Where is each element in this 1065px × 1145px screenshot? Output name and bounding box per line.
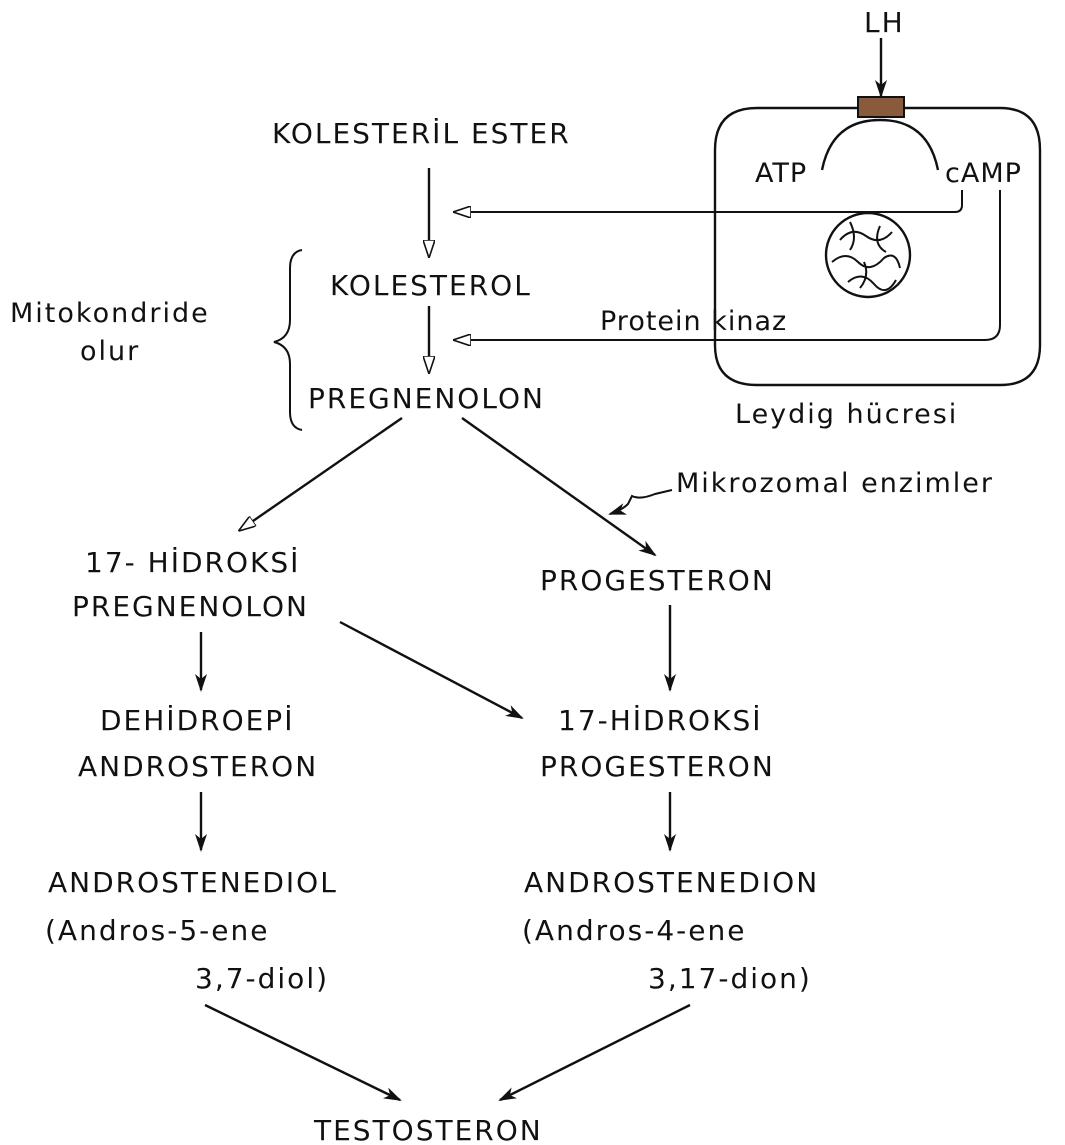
- leydig-cell-outline: [713, 106, 1042, 387]
- 17oh-progesteron-label-2: PROGESTERON: [540, 750, 775, 783]
- testosteron-label: TESTOSTERON: [313, 1114, 543, 1145]
- androstenedion-label-2: (Andros-4-ene: [522, 914, 746, 947]
- atp-label: ATP: [755, 158, 807, 189]
- androstenedion-label-3: 3,17-dion): [648, 962, 812, 995]
- mitokondride-label: Mitokondride: [10, 298, 210, 329]
- 17oh-preg-to-17oh-prog-arrow: [339, 620, 524, 720]
- nucleus: [824, 211, 912, 299]
- camp-to-ester-arrow: [455, 190, 963, 212]
- mitokondri-brace: [273, 249, 303, 431]
- pregnenolon-label: PREGNENOLON: [308, 382, 545, 415]
- protein-kinaz-label: Protein kinaz: [600, 306, 787, 337]
- dhea-label-2: ANDROSTERON: [78, 750, 318, 783]
- 17oh-pregnenolon-label-2: PREGNENOLON: [72, 590, 309, 623]
- androstenediol-label-1: ANDROSTENEDIOL: [48, 866, 338, 899]
- androstenediol-label-2: (Andros-5-ene: [45, 914, 269, 947]
- atp-camp-arc: [820, 118, 940, 171]
- camp-label: cAMP: [945, 158, 1022, 189]
- androstenedion-to-testosteron-arrow: [498, 1003, 691, 1102]
- mikrozomal-pointer: [608, 489, 673, 515]
- leydig-cell: LH ATP cAMP Protein kinaz Leydig hücresi: [600, 6, 1042, 430]
- androstenediol-label-3: 3,7-diol): [195, 962, 329, 995]
- androstenediol-to-testosteron-arrow: [204, 1003, 402, 1102]
- dhea-label-1: DEHİDROEPİ: [100, 704, 294, 737]
- pregnenolon-to-17oh-preg-arrow: [240, 417, 403, 530]
- 17oh-pregnenolon-label-1: 17- HİDROKSİ: [85, 546, 300, 579]
- kolesteril-ester-label: KOLESTERİL ESTER: [272, 117, 571, 150]
- lh-label: LH: [864, 6, 905, 39]
- lh-receptor: [857, 96, 905, 118]
- camp-to-kolesterol-arrow: [455, 190, 1001, 340]
- kolesterol-label: KOLESTEROL: [330, 269, 532, 302]
- olur-label: olur: [80, 336, 140, 367]
- androstenedion-label-1: ANDROSTENEDION: [524, 866, 819, 899]
- progesteron-label: PROGESTERON: [540, 564, 775, 597]
- mikrozomal-label: Mikrozomal enzimler: [676, 468, 994, 499]
- leydig-label: Leydig hücresi: [735, 399, 958, 430]
- pregnenolon-to-progesteron-arrow: [461, 417, 657, 557]
- 17oh-progesteron-label-1: 17-HİDROKSİ: [558, 704, 763, 737]
